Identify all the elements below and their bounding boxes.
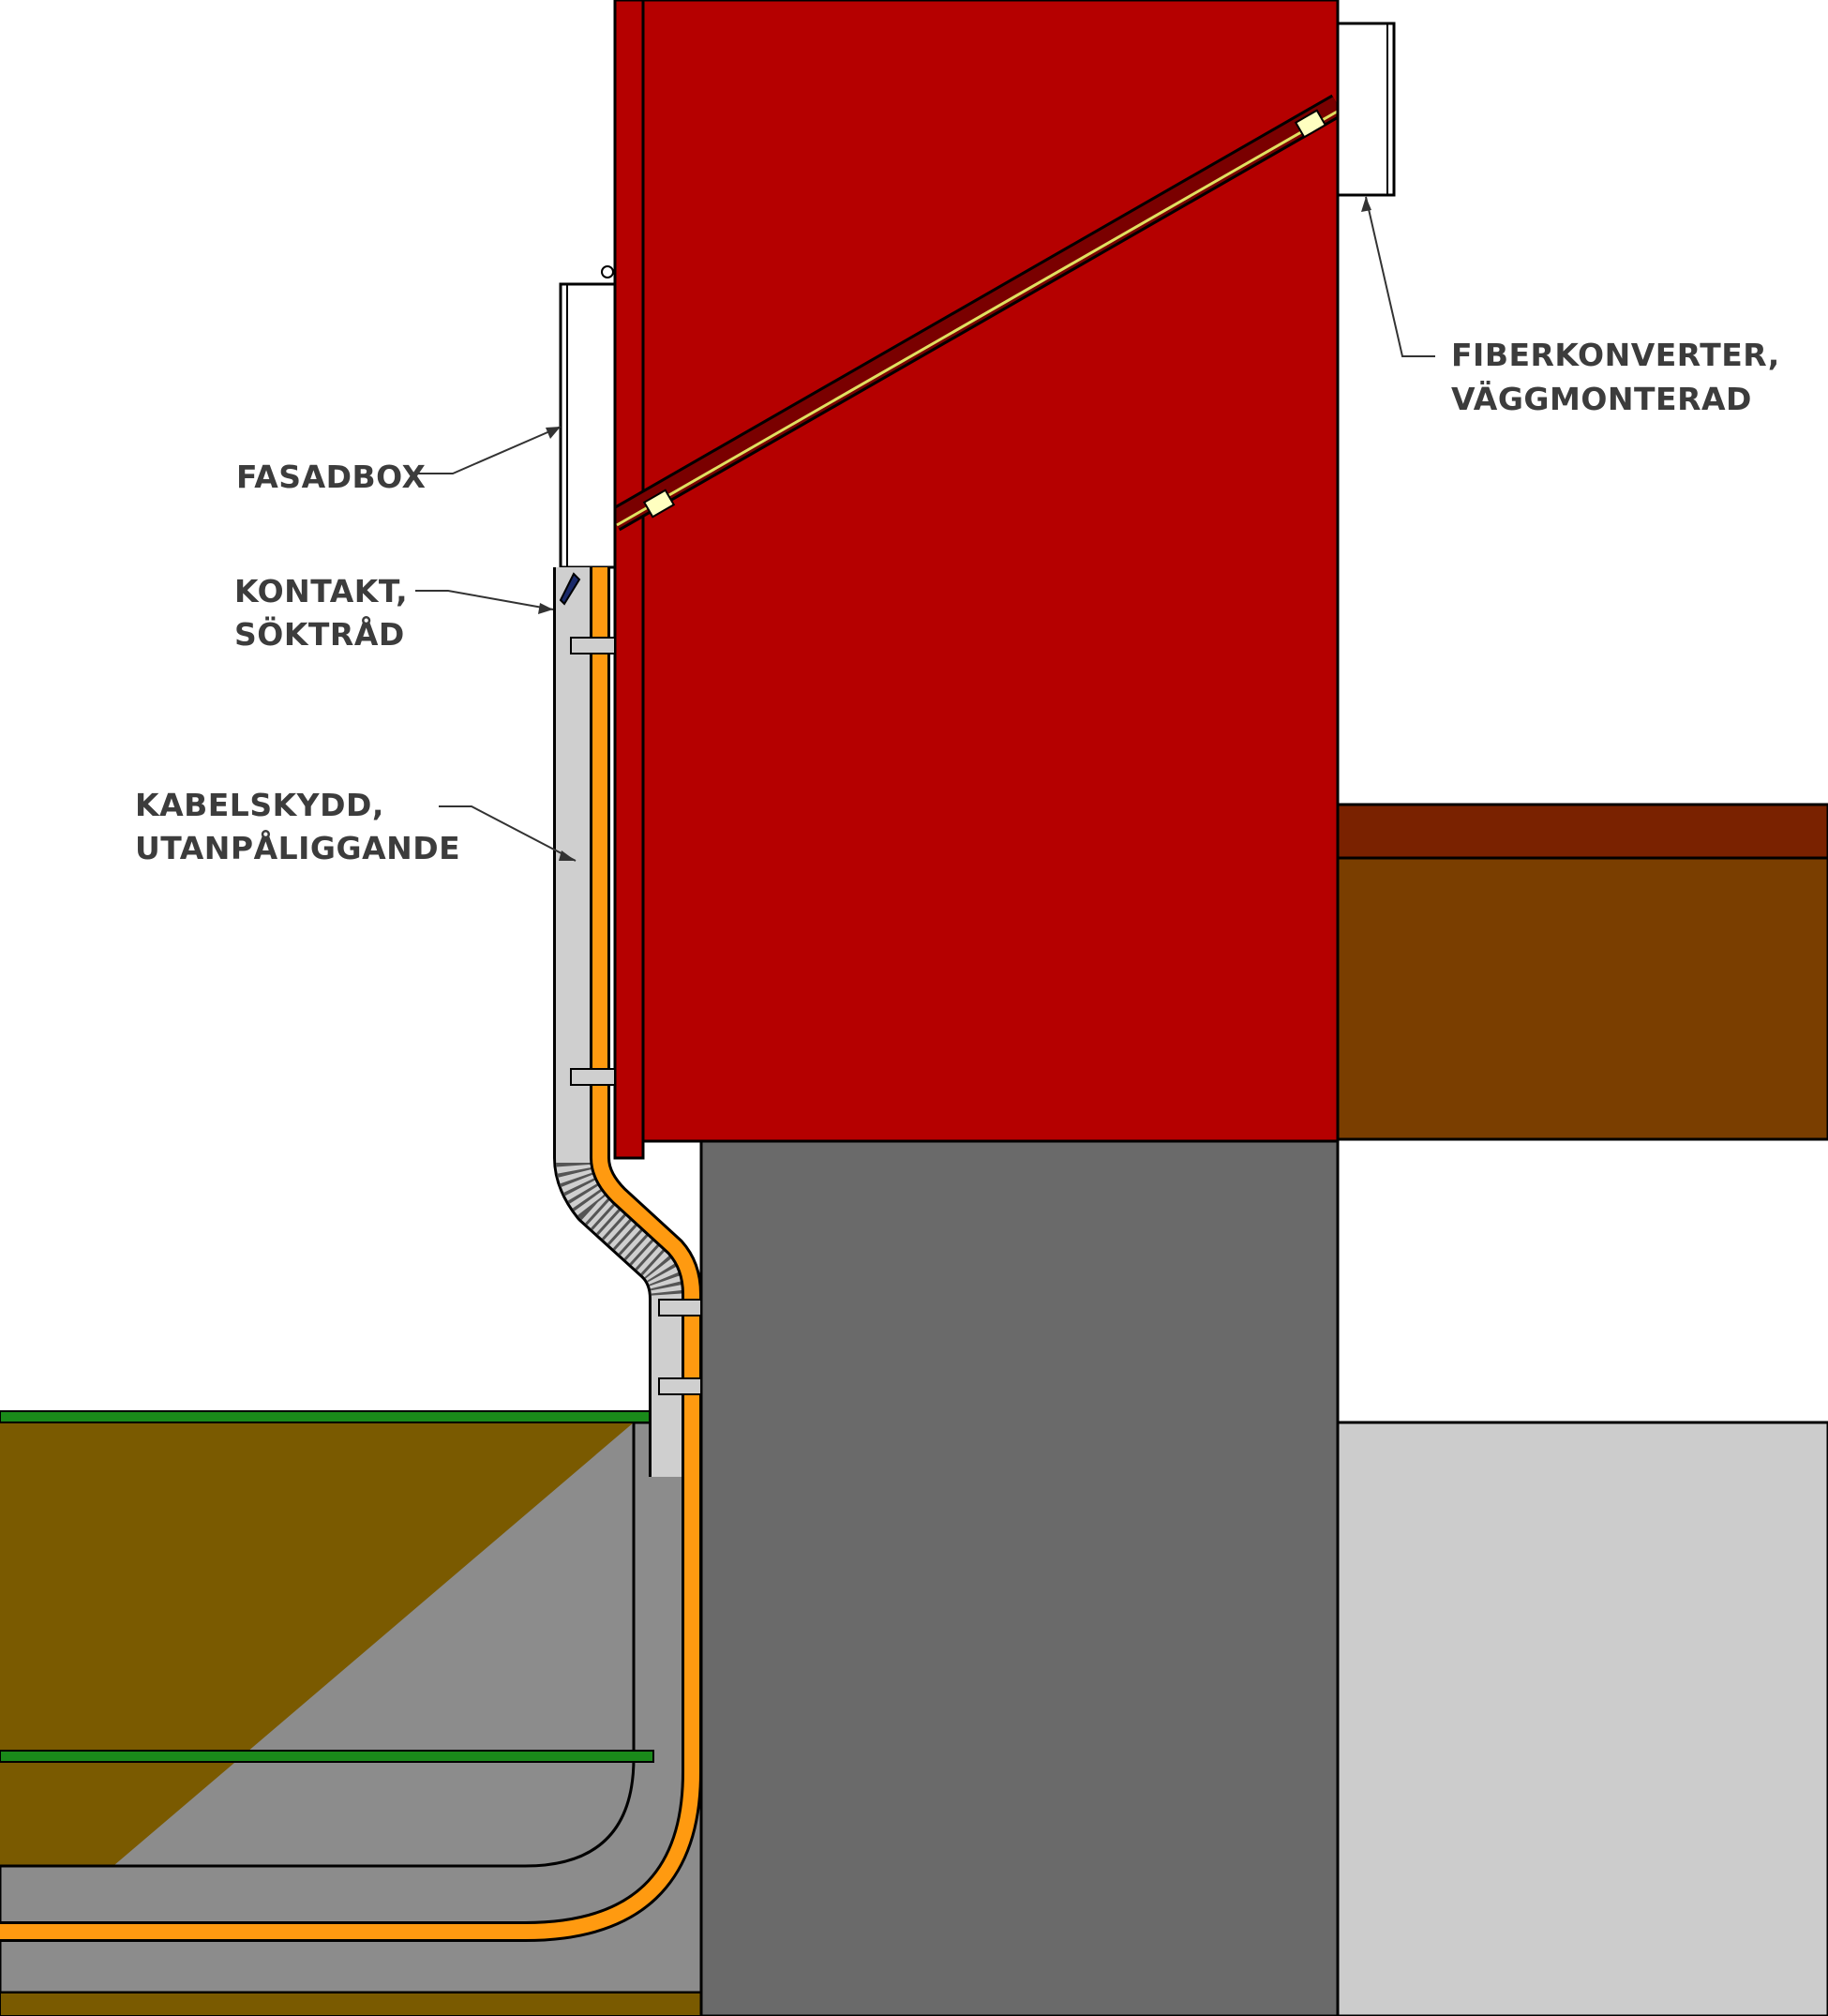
floor-slab [1336,1421,1828,2016]
marker-tape [0,1750,654,1763]
leader-arrowheads [538,197,1371,861]
arrowhead [538,603,553,614]
label-kontakt-line2: SÖKTRÅD [234,615,405,653]
label-fiberkonverter-line2: VÄGGMONTERAD [1451,380,1752,417]
leader-lines [415,196,1435,862]
fiber-cable-fill [0,567,699,1939]
arrowhead [546,427,561,439]
leader-fasadbox [417,426,562,474]
arrowhead [559,850,576,861]
duct-seal-outer [1294,109,1327,139]
label-kontakt-line1: KONTAKT, [234,573,408,609]
label-fasadbox: FASADBOX [236,459,426,495]
conduit-bend-corrugation [556,1161,691,1300]
fasadbox [559,282,617,569]
floor-joist [1336,856,1828,1141]
wall-fiber [616,109,1340,527]
fasadbox-screw [601,265,614,278]
house-wall [613,0,1340,1143]
arrowhead [1361,197,1371,212]
foundation [699,1139,1340,2016]
grass-line [0,1410,663,1423]
wall-duct-inner [609,97,1342,529]
conduit-clamp [570,1068,616,1086]
leader-fiberkonverter [1365,196,1435,357]
conduit-clamp [658,1377,702,1395]
duct-seal-inner [642,489,676,519]
conduit-clamp [658,1299,702,1316]
soil-bottom [0,1992,702,2016]
floor-top-layer [1336,803,1828,860]
leader-kabelskydd [439,805,577,862]
wall-cladding-edge [613,0,645,1160]
label-kabelskydd-line2: UTANPÅLIGGANDE [135,829,460,866]
tracer-wire-contact [559,572,581,606]
cable-conduit-fill [556,567,691,1477]
label-kabelskydd-line1: KABELSKYDD, [135,787,384,823]
conduit-clamp [570,637,616,654]
label-fiberkonverter-line1: FIBERKONVERTER, [1451,337,1780,373]
fiber-converter-box [1336,22,1396,197]
leader-kontakt [415,590,554,610]
